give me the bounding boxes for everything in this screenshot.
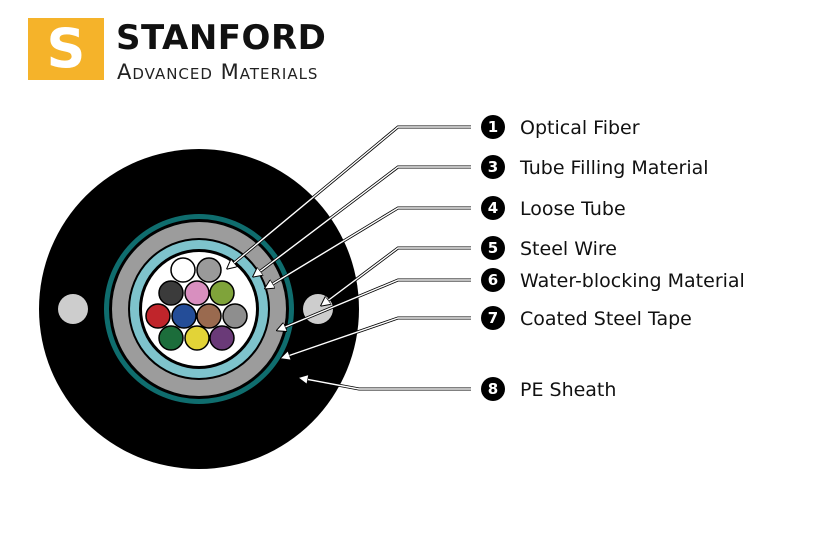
logo-mark: S [28,18,104,80]
optical-fiber-4 [184,280,210,306]
label-tube-filling-material: Tube Filling Material [519,157,709,179]
label-8: 8 PE Sheath [481,377,616,401]
badge-number-6: 6 [488,271,498,289]
optical-fibers [145,257,248,351]
optical-fiber-3 [158,280,184,306]
badge-number-3: 3 [488,158,498,176]
optical-fiber-2 [196,257,222,283]
label-7: 7 Coated Steel Tape [481,306,692,330]
label-loose-tube: Loose Tube [520,198,626,220]
label-4: 4 Loose Tube [481,196,626,220]
optical-fiber-7 [171,303,197,329]
number-badge-1 [481,115,505,139]
optical-fiber-5 [209,280,235,306]
badge-number-8: 8 [488,380,498,398]
number-badge-8 [481,377,505,401]
label-steel-wire: Steel Wire [520,238,617,260]
label-coated-steel-tape: Coated Steel Tape [520,308,692,330]
steel-wire-left [58,294,88,324]
number-badge-5 [481,236,505,260]
leader-lines-inner [228,126,471,390]
badge-number-4: 4 [488,199,498,217]
label-pe-sheath: PE Sheath [520,379,616,401]
label-1: 1 Optical Fiber [481,115,640,139]
optical-fiber-9 [222,303,248,329]
badge-number-1: 1 [488,118,498,136]
optical-fiber-12 [209,325,235,351]
label-3: 3 Tube Filling Material [481,155,709,179]
brand-name: STANFORD [116,18,327,58]
badge-number-7: 7 [488,309,498,327]
label-water-blocking-material: Water-blocking Material [520,270,745,292]
number-badge-4 [481,196,505,220]
number-badge-6 [481,268,505,292]
brand-subtitle: Advanced Materials [117,60,319,84]
logo-initial: S [46,17,86,80]
optical-fiber-6 [145,303,171,329]
number-badge-7 [481,306,505,330]
optical-fiber-10 [158,325,184,351]
number-badge-3 [481,155,505,179]
logo: S STANFORD Advanced Materials [28,18,408,88]
label-5: 5 Steel Wire [481,236,617,260]
optical-fiber-1 [170,257,196,283]
optical-fiber-8 [196,303,222,329]
label-6: 6 Water-blocking Material [481,268,745,292]
label-optical-fiber: Optical Fiber [520,117,640,139]
optical-fiber-11 [184,325,210,351]
badge-number-5: 5 [488,239,498,257]
